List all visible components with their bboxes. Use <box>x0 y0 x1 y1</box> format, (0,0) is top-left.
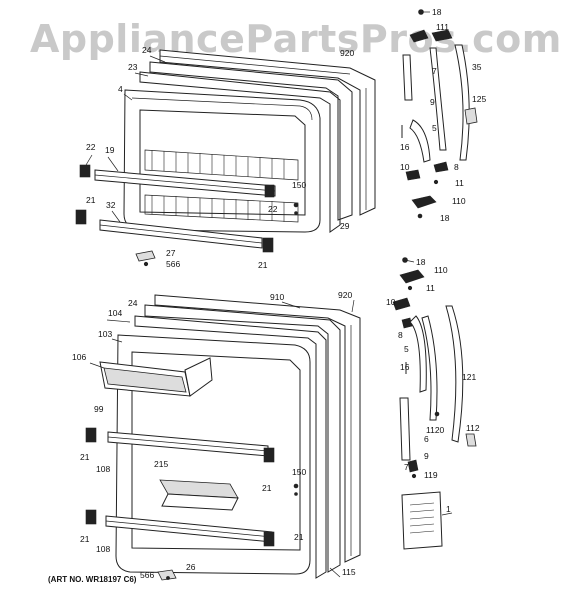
leader-lines <box>85 55 453 578</box>
cap-125 <box>464 107 478 125</box>
handle-trim-9b <box>399 397 411 461</box>
handle-7 <box>429 47 447 151</box>
freezer-door-outer-panel <box>159 49 376 216</box>
freezer-hinge-parts <box>401 9 478 219</box>
freezer-gasket <box>149 61 353 221</box>
handle-trim-9 <box>402 54 413 101</box>
callout-18: 18 <box>432 7 442 17</box>
callout-b910: 910 <box>270 292 284 302</box>
callout-21a: 21 <box>86 195 96 205</box>
callout-b18: 18 <box>416 257 426 267</box>
callout-4: 4 <box>118 84 123 94</box>
callout-920: 920 <box>340 48 354 58</box>
callout-b21a: 21 <box>80 452 90 462</box>
callout-7: 7 <box>432 66 437 76</box>
callout-16: 16 <box>400 142 410 152</box>
callout-b110: 110 <box>434 265 448 275</box>
callout-b121: 121 <box>462 372 476 382</box>
shelf-support-22 <box>79 164 91 178</box>
callout-b108b: 108 <box>96 544 110 554</box>
callout-b16: 16 <box>400 362 410 372</box>
cap-112 <box>465 433 477 447</box>
callout-11: 11 <box>455 178 464 188</box>
callout-23: 23 <box>128 62 138 72</box>
callout-5: 5 <box>432 123 437 133</box>
fresh-food-hinge-parts <box>392 257 477 550</box>
callout-566: 566 <box>166 259 180 269</box>
callout-19: 19 <box>105 145 115 155</box>
freezer-callouts: 18 111 920 24 23 4 7 35 9 125 5 16 22 19… <box>86 7 486 270</box>
callout-29: 29 <box>340 221 350 231</box>
callout-21b: 21 <box>258 260 268 270</box>
art-number-caption: (ART NO. WR18197 C6) <box>48 575 137 584</box>
callout-b5: 5 <box>404 344 409 354</box>
freezer-shelf-1 <box>144 149 299 181</box>
owners-manual-1 <box>401 491 443 550</box>
callout-111: 111 <box>436 22 449 32</box>
callout-b104: 104 <box>108 308 122 318</box>
callout-10: 10 <box>400 162 410 172</box>
callout-27: 27 <box>166 248 176 258</box>
callout-150: 150 <box>292 180 306 190</box>
callout-b103: 103 <box>98 329 112 339</box>
callout-b26: 26 <box>186 562 196 572</box>
callout-b106: 106 <box>72 352 86 362</box>
callout-22b: 22 <box>268 204 278 214</box>
callout-22a: 22 <box>86 142 96 152</box>
callout-110: 110 <box>452 196 466 206</box>
callout-b112: 112 <box>466 423 480 433</box>
callout-b115: 115 <box>342 567 356 577</box>
callout-b7: 7 <box>404 462 409 472</box>
fresh-food-callouts: 18 110 11 24 910 920 104 10 8 103 5 106 … <box>72 257 480 580</box>
freezer-door-assembly <box>75 49 376 267</box>
callout-b920: 920 <box>338 290 352 300</box>
freezer-shelf-2 <box>144 194 299 223</box>
callout-125: 125 <box>472 94 486 104</box>
callout-b1120: 1120 <box>426 425 445 435</box>
callout-9: 9 <box>430 97 435 107</box>
callout-b8: 8 <box>398 330 403 340</box>
callout-b6: 6 <box>424 434 429 444</box>
fresh-food-gasket <box>144 304 341 573</box>
callout-b11: 11 <box>426 283 435 293</box>
handle-121 <box>445 305 464 443</box>
callout-32: 32 <box>106 200 116 210</box>
callout-8: 8 <box>454 162 459 172</box>
callout-18b: 18 <box>440 213 450 223</box>
handle-35 <box>454 44 470 161</box>
callout-b24: 24 <box>128 298 138 308</box>
callout-b21b: 21 <box>262 483 272 493</box>
callout-b108a: 108 <box>96 464 110 474</box>
callout-b566: 566 <box>140 570 154 580</box>
fresh-food-outer-panel <box>154 294 361 563</box>
callout-b119: 119 <box>424 470 438 480</box>
fresh-food-liner <box>115 334 311 575</box>
callout-b9: 9 <box>424 451 429 461</box>
callout-b21c: 21 <box>80 534 90 544</box>
freezer-door-liner <box>123 89 321 233</box>
handle-5 <box>409 315 427 393</box>
callout-35: 35 <box>472 62 482 72</box>
callout-b215: 215 <box>154 459 168 469</box>
callout-24: 24 <box>142 45 152 55</box>
callout-b150: 150 <box>292 467 306 477</box>
shelf-support-21 <box>75 209 87 225</box>
callout-b99: 99 <box>94 404 104 414</box>
fresh-food-door-assembly <box>85 294 361 581</box>
callout-b1: 1 <box>446 504 451 514</box>
callout-b10: 10 <box>386 297 396 307</box>
callout-b21d: 21 <box>294 532 304 542</box>
dairy-compartment-106 <box>99 357 213 397</box>
watermark: AppliancePartsPros.com <box>30 17 562 61</box>
